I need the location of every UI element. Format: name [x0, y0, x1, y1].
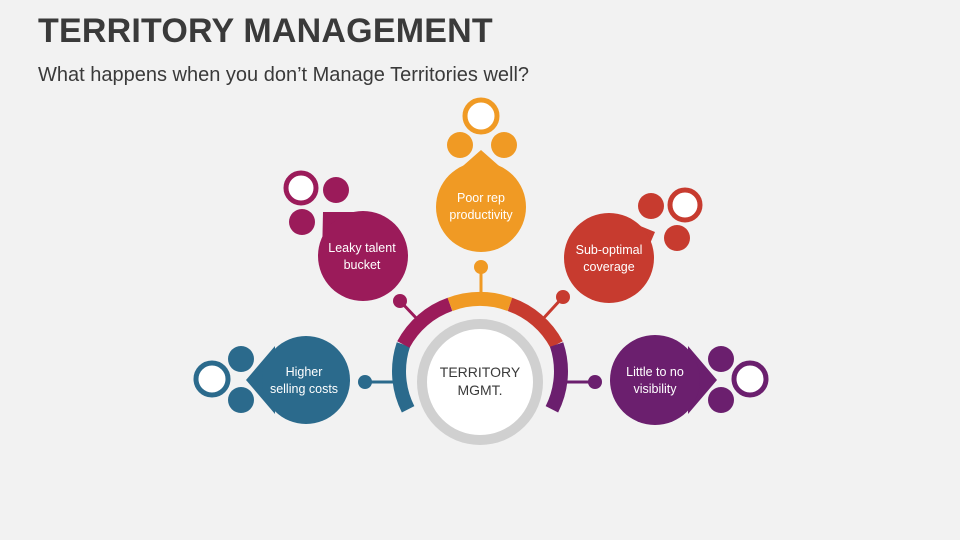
- connector-dot-higher-selling-costs: [358, 375, 372, 389]
- node-ring-leaky-talent-bucket: [283, 170, 319, 206]
- node-lobe-leaky-talent-bucket-bottom: [289, 209, 315, 235]
- node-label-sub-optimal-coverage-2: coverage: [583, 260, 634, 274]
- center-label-line2: MGMT.: [457, 382, 502, 398]
- node-label-higher-selling-costs-2: selling costs: [270, 382, 338, 396]
- node-higher-selling-costs: Higher selling costs: [193, 336, 350, 424]
- arc-segment-magenta: [397, 297, 453, 348]
- arc-segment-purple: [545, 342, 568, 413]
- node-label-leaky-talent-bucket-1: Leaky talent: [328, 241, 396, 255]
- node-little-to-no-visibility: Little to no visibility: [610, 335, 769, 425]
- node-lobe-higher-selling-costs-bottom: [228, 387, 254, 413]
- connector-dot-leaky-talent-bucket: [393, 294, 407, 308]
- center-hub: TERRITORY MGMT.: [417, 319, 543, 445]
- node-lobe-sub-optimal-coverage-top: [638, 193, 664, 219]
- node-lobe-little-to-no-visibility-top: [708, 346, 734, 372]
- arc-segment-red: [507, 297, 563, 348]
- node-label-poor-rep-productivity-2: productivity: [449, 208, 513, 222]
- node-lobe-poor-rep-productivity-left: [447, 132, 473, 158]
- connector-dot-little-to-no-visibility: [588, 375, 602, 389]
- slide-subtitle: What happens when you don’t Manage Terri…: [38, 64, 530, 86]
- node-label-higher-selling-costs-1: Higher: [286, 365, 323, 379]
- node-lobe-poor-rep-productivity-right: [491, 132, 517, 158]
- arc-segment-orange: [447, 291, 513, 312]
- node-bubble-higher-selling-costs: [262, 336, 350, 424]
- node-lobe-higher-selling-costs-top: [228, 346, 254, 372]
- node-lobe-sub-optimal-coverage-bottom: [664, 225, 690, 251]
- node-ring-poor-rep-productivity: [462, 97, 500, 135]
- node-ring-higher-selling-costs: [193, 360, 231, 398]
- arc-ring: [392, 291, 568, 413]
- node-bubble-leaky-talent-bucket: [318, 211, 408, 301]
- node-ring-little-to-no-visibility: [731, 360, 769, 398]
- connector-dot-poor-rep-productivity: [474, 260, 488, 274]
- node-label-little-to-no-visibility-2: visibility: [633, 382, 677, 396]
- node-label-little-to-no-visibility-1: Little to no: [626, 365, 684, 379]
- slide-title: TERRITORY MANAGEMENT: [38, 12, 493, 50]
- node-sub-optimal-coverage: Sub-optimal coverage: [564, 187, 703, 303]
- node-lobe-little-to-no-visibility-bottom: [708, 387, 734, 413]
- node-lobe-leaky-talent-bucket-top: [323, 177, 349, 203]
- connectors: [358, 260, 602, 389]
- center-inner-circle: [427, 329, 533, 435]
- arc-segment-blue: [392, 342, 415, 413]
- node-label-poor-rep-productivity-1: Poor rep: [457, 191, 505, 205]
- node-ring-sub-optimal-coverage: [667, 187, 703, 223]
- node-label-leaky-talent-bucket-2: bucket: [344, 258, 381, 272]
- node-bubble-little-to-no-visibility: [610, 335, 700, 425]
- center-label-line1: TERRITORY: [440, 364, 521, 380]
- node-bubble-poor-rep-productivity: [436, 162, 526, 252]
- connector-dot-sub-optimal-coverage: [556, 290, 570, 304]
- node-leaky-talent-bucket: Leaky talent bucket: [283, 170, 408, 301]
- node-bubble-sub-optimal-coverage: [564, 213, 654, 303]
- node-label-sub-optimal-coverage-1: Sub-optimal: [576, 243, 643, 257]
- node-poor-rep-productivity: Poor rep productivity: [436, 97, 526, 252]
